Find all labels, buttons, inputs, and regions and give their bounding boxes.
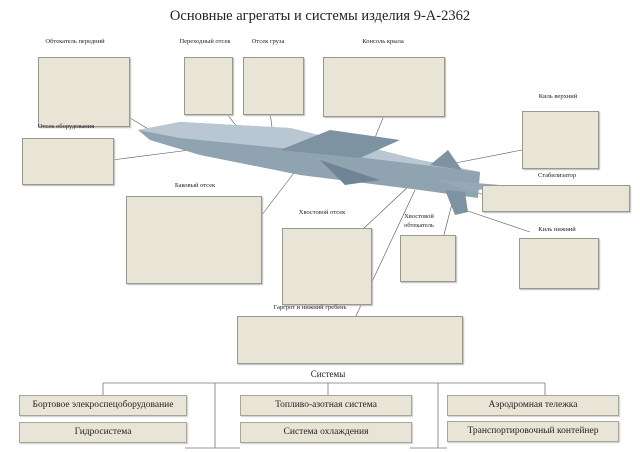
label-lower-fin: Киль нижний	[538, 226, 576, 233]
label-equipment-bay: Отсек оборудования	[37, 123, 95, 130]
label-cargo-bay: Отсек груза	[251, 38, 285, 45]
tank-bay-image	[126, 196, 262, 284]
upper-fin-image	[522, 111, 599, 169]
wing-console-image	[323, 57, 445, 117]
system-box: Гидросистема	[19, 422, 187, 443]
label-stabilizer: Стабилизатор	[537, 172, 577, 179]
equipment-bay-image	[22, 138, 114, 185]
label-tail-fairing-2: обтекатель	[404, 222, 434, 229]
cargo-bay-image	[243, 57, 304, 115]
system-box: Аэродромная тележка	[447, 395, 619, 416]
system-box: Система охлаждения	[240, 422, 412, 443]
diagram-title: Основные агрегаты и системы изделия 9-А-…	[169, 8, 471, 24]
stabilizer-image	[482, 185, 630, 212]
label-upper-fin: Киль верхний	[538, 93, 578, 100]
missile	[138, 122, 500, 215]
system-box: Топливо-азотная система	[240, 395, 412, 416]
tail-bay-image	[282, 228, 372, 305]
system-box: Бортовое элекроспецоборудование	[19, 395, 187, 416]
label-tail-bay: Хвостовой отсек	[298, 209, 346, 216]
transition-bay-image	[184, 57, 233, 115]
nose-fairing-image	[38, 57, 130, 127]
system-box: Транспортировочный контейнер	[447, 421, 619, 442]
spine-image	[237, 316, 463, 364]
tail-fairing-image	[400, 235, 456, 282]
label-nose-fairing: Обтекатель передний	[45, 38, 105, 45]
systems-heading: Системы	[310, 369, 346, 379]
label-tail-fairing-1: Хвостовой	[404, 213, 434, 220]
label-wing-console: Консоль крыла	[362, 38, 404, 45]
label-spine: Гаргрот и нижний гребень	[273, 304, 347, 311]
label-transition-bay: Переходный отсек	[179, 38, 231, 45]
lower-fin-image	[519, 238, 599, 289]
label-tank-bay: Баковый отсек	[174, 182, 216, 189]
